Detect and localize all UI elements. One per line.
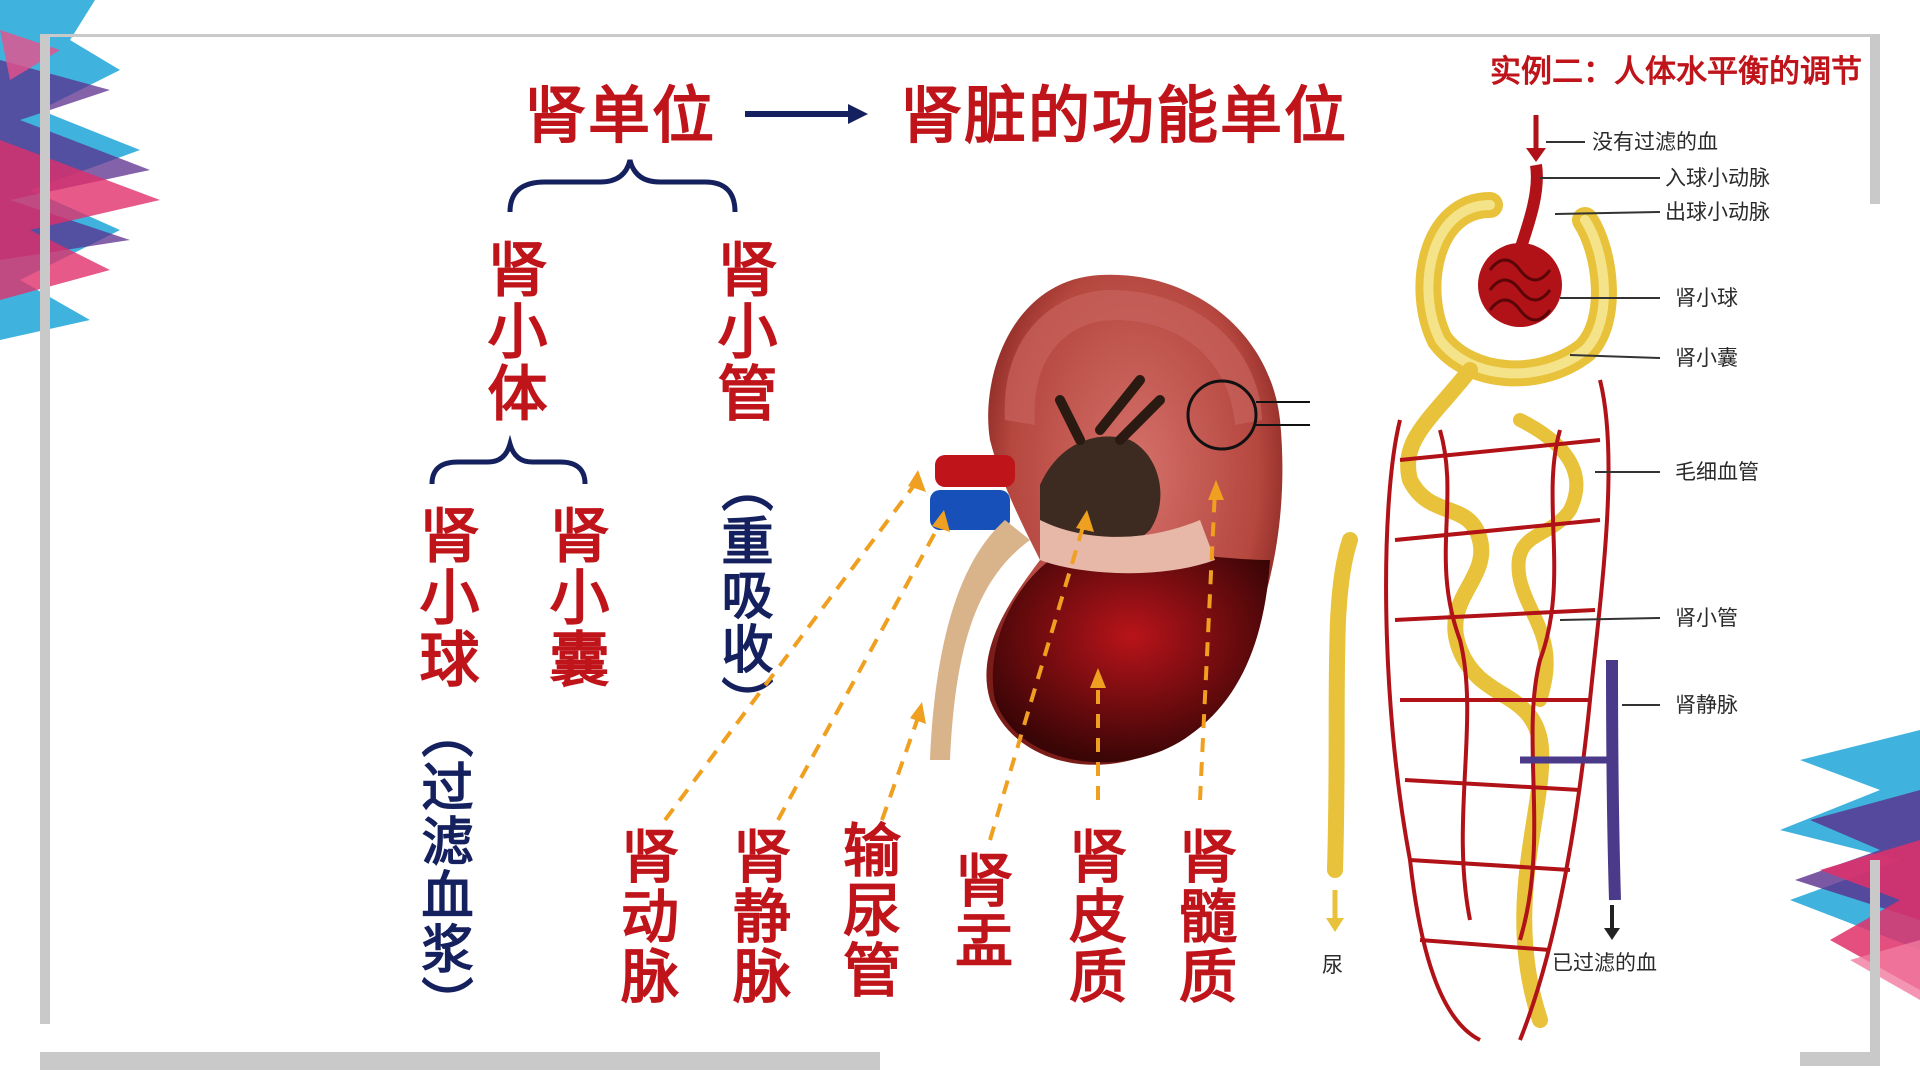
label-renal-medulla: 肾髓质 [1169,826,1237,1006]
label-glomerulus: 肾小球 [409,504,479,690]
nephron-label-capsule: 肾小囊 [1675,346,1738,370]
heading-nephron: 肾单位 [524,79,717,152]
label-renal-pelvis: 肾盂 [945,850,1013,970]
nephron-label-unfiltered-blood: 没有过滤的血 [1592,130,1718,154]
slide-frame [40,34,1880,1070]
nephron-label-filtered-blood: 已过滤的血 [1552,951,1657,975]
nephron-label-renal-vein: 肾静脉 [1675,693,1738,717]
nephron-label-urine: 尿 [1322,953,1343,977]
slide-title: 实例二：人体水平衡的调节 [1490,54,1862,90]
nephron-label-capillaries: 毛细血管 [1675,460,1759,484]
label-renal-cortex: 肾皮质 [1059,826,1127,1006]
paint-strokes-left [0,0,160,340]
nephron-label-afferent-arteriole: 入球小动脉 [1665,166,1770,190]
label-renal-tubule: 肾小管 [707,238,777,424]
label-renal-artery: 肾动脉 [611,826,679,1006]
label-bowman-capsule: 肾小囊 [539,504,609,690]
label-renal-vein: 肾静脉 [723,826,791,1006]
label-reabsorption: （重吸收） [712,460,772,730]
nephron-label-efferent-arteriole: 出球小动脉 [1665,200,1770,224]
nephron-label-tubule: 肾小管 [1675,606,1738,630]
nephron-label-glomerulus: 肾小球 [1675,286,1738,310]
label-filter-plasma: （过滤血浆） [412,706,472,1030]
paint-strokes-right [1780,730,1920,1000]
heading-definition: 肾脏的功能单位 [900,79,1349,152]
label-ureter: 输尿管 [833,820,901,1000]
label-renal-corpuscle: 肾小体 [477,238,547,424]
